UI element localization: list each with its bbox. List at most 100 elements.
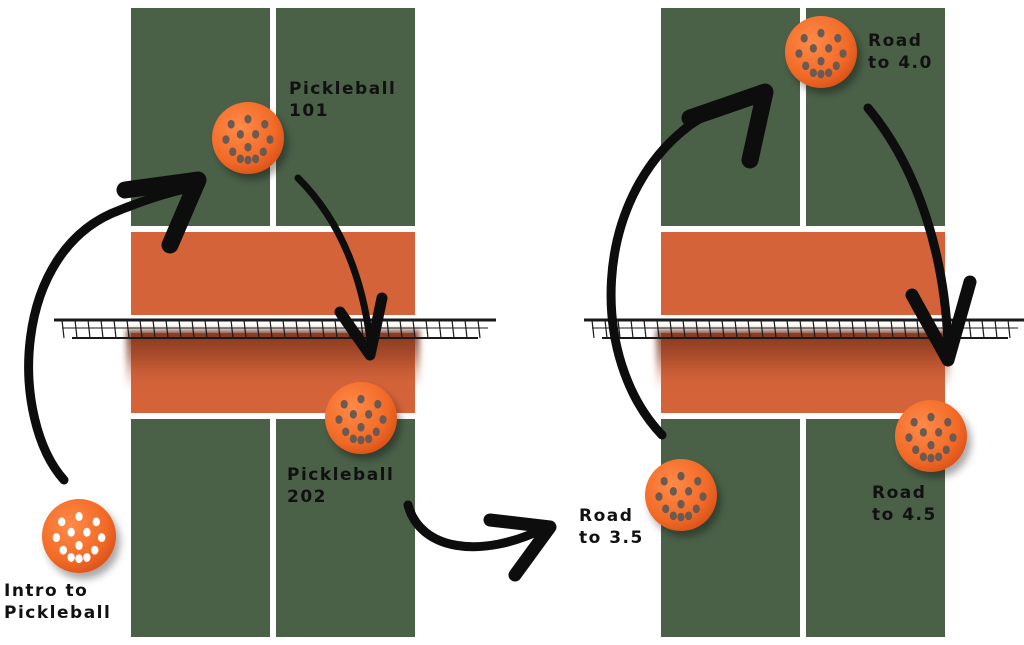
ball-hole [817,69,825,79]
right-court-kitchen-top [661,232,945,315]
ball-hole [357,435,365,445]
ball-hole [227,119,235,129]
net-mesh-line [139,319,143,339]
net-mesh-line [903,319,907,339]
net-mesh-line [851,319,855,339]
net-mesh-line [152,319,156,339]
ball-hole [942,445,950,455]
net-mesh-line [747,319,751,339]
net-mesh-line [604,319,608,339]
ball-hole [67,527,75,537]
label-40-line-1: Road [868,31,923,51]
ball-hole [97,533,106,543]
net-mesh-line [282,319,286,339]
net-mesh-line [269,319,273,339]
net-mesh-line [994,319,998,339]
ball-body [212,102,284,174]
net-mesh-line [669,319,673,339]
label-intro-line-2: Pickleball [4,603,112,623]
net-mesh-line [773,319,777,339]
net-mesh-line [191,319,195,339]
label-pickleball-202: Pickleball 202 [287,464,394,508]
ball-hole [677,471,685,481]
ball-hole [244,155,252,165]
ball-hole [910,417,918,427]
ball-hole [802,61,810,71]
net-mesh-line [630,319,634,339]
ball-hole [944,417,952,427]
net-mesh-line [656,319,660,339]
arrow-intro-to-101 [24,171,207,485]
ball-hole [266,135,274,144]
ball-body [785,16,857,88]
ball-hole [927,412,935,422]
label-101-line-1: Pickleball [289,79,397,99]
net-mesh-line [61,319,65,339]
label-road-40: Road to 4.0 [868,30,933,74]
ball-hole [677,512,685,522]
net-mesh-line [617,319,621,339]
net-mesh-line [1007,319,1011,339]
ball-hole [935,452,943,462]
net-mesh-line [734,319,738,339]
net-mesh-line [217,319,221,339]
arrow-101-to-202 [294,174,388,361]
ball-hole [379,415,387,424]
ball-hole [685,511,693,521]
ball-hole [67,552,75,562]
ball-hole [259,147,267,157]
ball-body [645,459,717,531]
ball-hole [905,433,913,442]
net-mesh-line [321,319,325,339]
net-mesh-line [386,319,390,339]
ball-hole [949,433,957,442]
ball-hole [236,154,244,164]
net-mesh-line [591,319,595,339]
ball-body [325,382,397,454]
ball-hole [825,44,833,53]
ball-hole [677,499,685,509]
net-mesh-line [916,319,920,339]
net-mesh-line [126,319,130,339]
ball-hole [825,68,833,78]
label-202-line-1: Pickleball [287,465,395,485]
ball-hole [699,492,707,501]
ball-hole [83,527,91,537]
ball-hole [229,147,237,157]
net-mesh-line [230,319,234,339]
arrow-40-to-45 [863,103,977,367]
ball-hole [75,512,83,521]
label-101-line-2: 101 [289,101,329,121]
net-mesh-line [87,319,91,339]
ball-hole [92,517,100,527]
left-net [54,318,496,339]
ball-body [42,499,116,573]
net-mesh-line [981,319,985,339]
ball-hole [919,452,927,462]
net-mesh-line [477,319,481,339]
net-mesh-line [308,319,312,339]
ball-hole [685,487,693,496]
left-court-bottom-left [131,419,270,637]
arrow-202-to-35 [403,500,557,582]
net-mesh-line [760,319,764,339]
net-mesh-line [812,319,816,339]
ball-hole [669,487,677,496]
ball-hole [817,56,825,66]
net-mesh-line [74,319,78,339]
label-45-line-1: Road [872,483,927,503]
ball-hole [340,399,348,409]
label-40-line-2: to 4.0 [868,53,933,73]
ball-hole [809,44,817,53]
ball-hole [372,427,380,437]
ball-hole [75,540,83,550]
label-road-35: Road to 3.5 [579,505,644,549]
balls [42,16,967,573]
ball-hole [927,453,935,463]
ball-intro [42,499,116,573]
ball-hole [252,154,260,164]
net-mesh-line [243,319,247,339]
net-mesh-line [682,319,686,339]
net-mesh-line [178,319,182,339]
